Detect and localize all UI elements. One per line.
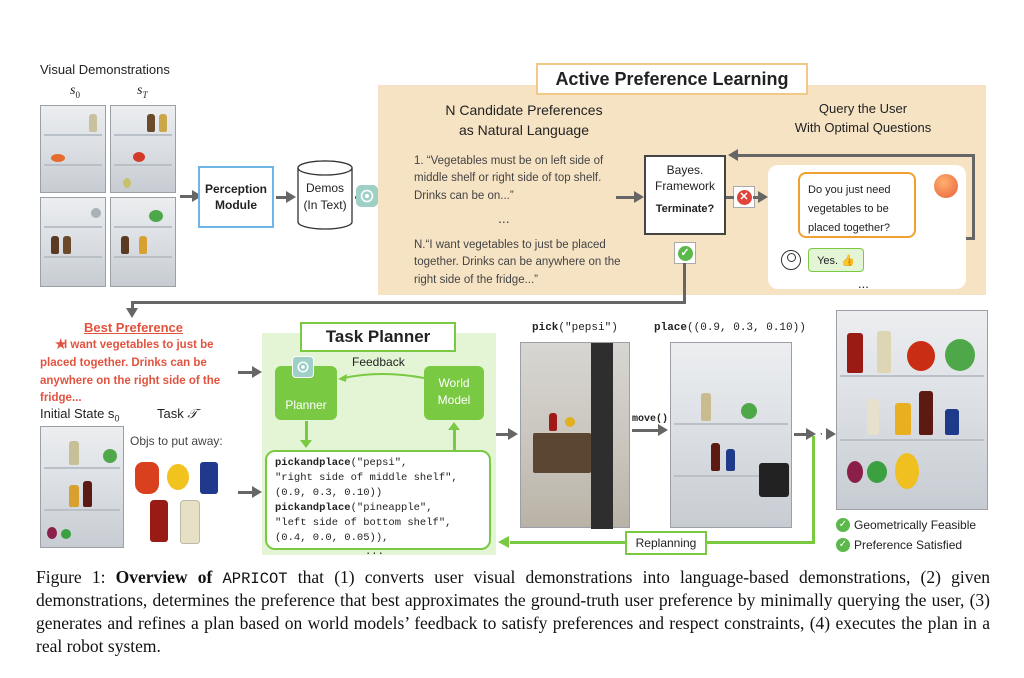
object-can bbox=[200, 462, 218, 494]
best-preference-text: I want vegetables to just be placed toge… bbox=[40, 339, 221, 405]
task-planner-title: Task Planner bbox=[325, 327, 431, 346]
initial-state-photo bbox=[40, 426, 124, 548]
answer-text: Yes. 👍 bbox=[817, 254, 855, 267]
feedback-label: Feedback bbox=[352, 355, 405, 369]
apl-title-box: Active Preference Learning bbox=[536, 63, 808, 95]
check-preference-icon: ✓ bbox=[836, 538, 850, 552]
task-planner-title-box: Task Planner bbox=[300, 322, 456, 352]
preference-ellipsis: ... bbox=[498, 210, 510, 226]
best-preference-title: Best Preference bbox=[84, 320, 183, 335]
final-state-photo bbox=[836, 310, 988, 510]
initial-state-label: Initial State s0 bbox=[40, 406, 120, 424]
demos-db-text: Demos(In Text) bbox=[303, 181, 347, 212]
object-ketchup bbox=[150, 500, 168, 542]
replanning-box: Replanning bbox=[625, 531, 707, 555]
demo-photo-2-s0 bbox=[40, 197, 106, 287]
user-avatar-icon bbox=[781, 250, 801, 270]
feedback-arrow bbox=[338, 373, 425, 382]
candidates-title: N Candidate Preferences as Natural Langu… bbox=[445, 102, 603, 139]
object-lemon bbox=[167, 464, 189, 490]
terminate-yes-icon: ✓ bbox=[674, 242, 696, 264]
robot-pick-photo bbox=[520, 342, 630, 529]
question-bubble: Do you just need vegetables to be placed… bbox=[798, 172, 916, 238]
openai-icon bbox=[356, 185, 378, 207]
demos-database-icon bbox=[297, 160, 353, 230]
answer-bubble: Yes. 👍 bbox=[808, 248, 864, 272]
check-preference: ✓ Preference Satisfied bbox=[836, 538, 962, 552]
task-label: Task 𝒯 bbox=[157, 406, 198, 421]
planner-label: Planner bbox=[285, 398, 327, 412]
object-mayo bbox=[180, 500, 200, 544]
pick-label: pick("pepsi") bbox=[532, 322, 618, 334]
star-icon: ★ bbox=[54, 336, 68, 353]
replanning-label: Replanning bbox=[635, 536, 697, 550]
preference-1-text: 1. “Vegetables must be on left side of m… bbox=[414, 155, 604, 202]
robot-place-photo bbox=[670, 342, 792, 528]
move-label: move() bbox=[632, 414, 669, 425]
demo-photo-2-sT bbox=[110, 197, 176, 287]
perception-label: Perception Module bbox=[204, 181, 267, 212]
query-title: Query the User With Optimal Questions bbox=[794, 101, 932, 135]
chat-ellipsis: ... bbox=[858, 276, 869, 291]
apl-title: Active Preference Learning bbox=[555, 68, 789, 89]
s0-label: s0 bbox=[70, 83, 80, 100]
bayes-framework-box: Bayes. Framework Terminate? bbox=[644, 155, 726, 235]
figure-caption: Figure 1: Overview of APRICOT that (1) c… bbox=[36, 567, 990, 656]
check-feasible: ✓ Geometrically Feasible bbox=[836, 518, 976, 532]
plan-code-box: pickandplace("pepsi", "right side of mid… bbox=[265, 450, 491, 558]
preference-n-text: N.“I want vegetables to just be placed t… bbox=[414, 239, 621, 286]
check-feasible-icon: ✓ bbox=[836, 518, 850, 532]
openai-icon-planner bbox=[292, 356, 314, 378]
terminate-label: Terminate? bbox=[655, 203, 715, 215]
objs-label: Objs to put away: bbox=[130, 434, 223, 448]
object-pepper bbox=[135, 462, 159, 494]
terminate-no-icon: ✕ bbox=[733, 186, 755, 208]
peach-icon bbox=[934, 174, 958, 198]
question-text: Do you just need vegetables to be placed… bbox=[808, 184, 891, 234]
sT-label: sT bbox=[137, 83, 148, 100]
demo-photo-1-s0 bbox=[40, 105, 106, 193]
perception-module: Perception Module bbox=[198, 166, 274, 228]
place-label: place((0.9, 0.3, 0.10)) bbox=[654, 322, 806, 334]
continuation-dots: · · · bbox=[812, 426, 831, 440]
demos-title: Visual Demonstrations bbox=[40, 62, 170, 77]
demo-photo-1-sT bbox=[110, 105, 176, 193]
